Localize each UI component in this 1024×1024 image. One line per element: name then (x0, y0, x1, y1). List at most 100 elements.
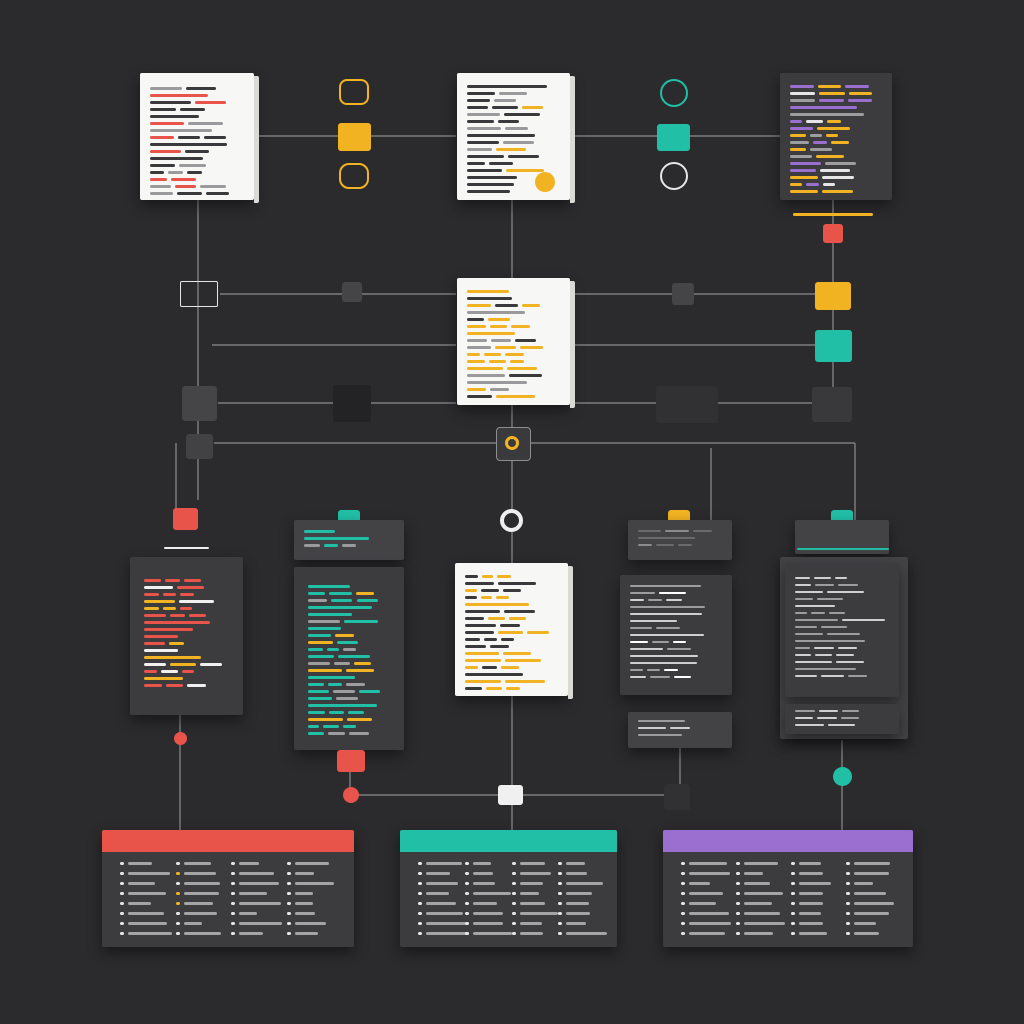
data-table-red-cell-text (239, 922, 282, 925)
document-card-top-center-text-line (467, 162, 486, 165)
document-card-top-center-text-line (491, 106, 519, 109)
data-table-teal-cell-icon (558, 922, 563, 925)
document-card-middle-text-line (490, 388, 510, 391)
data-table-red-cell-text (128, 912, 165, 915)
document-card-teal-text-line (308, 641, 334, 644)
data-table-purple-cell-text (854, 892, 886, 895)
data-table-purple-cell-icon (791, 922, 795, 925)
document-card-top-center-text-line (498, 120, 519, 123)
document-card-red-text-line (144, 579, 161, 582)
document-card-top-center-text-line (467, 99, 491, 102)
document-card-top-right-text-line (790, 134, 807, 137)
data-table-purple-cell-text (854, 902, 894, 905)
document-card-gray-text-line (630, 676, 646, 678)
document-card-red-text-line (187, 684, 207, 687)
data-table-purple-cell-icon (791, 932, 795, 935)
data-table-purple-cell-text (744, 922, 785, 925)
document-card-stack-text-line (795, 647, 811, 649)
underline-accent (793, 213, 873, 216)
data-table-red-cell-text (183, 892, 220, 895)
data-table-purple-cell-icon (736, 922, 740, 925)
document-card-lower-center-text-line (495, 596, 509, 599)
data-table-purple-cell-text (854, 912, 889, 915)
data-table-teal-cell-icon (511, 892, 516, 895)
document-card-red-text-line (144, 607, 160, 610)
target-icon (496, 427, 531, 461)
data-table-teal-cell-icon (418, 862, 422, 865)
document-card-teal-text-line (346, 718, 372, 721)
data-table-teal-cell-icon (511, 862, 516, 865)
document-card-lower-center-text-line (482, 575, 494, 578)
data-table-purple-cell-icon (736, 882, 740, 885)
document-card-red-text-line (166, 684, 184, 687)
data-table-purple-cell-text (799, 932, 827, 935)
document-card-lower-center-text-line (465, 610, 501, 613)
document-card-lower-center-text-line (465, 645, 487, 648)
document-card-middle-text-line (467, 374, 506, 377)
document-card-stack-footer-text-line (827, 724, 855, 726)
document-card-middle-text-line (487, 318, 510, 321)
document-card-top-left-text-line (200, 185, 226, 188)
document-card-teal-text-line (308, 676, 356, 679)
data-table-purple-cell-icon (681, 862, 685, 865)
data-table-teal-cell-icon (558, 862, 563, 865)
arrow-icon (339, 163, 369, 189)
target-icon-ring (505, 436, 519, 450)
data-table-purple-cell-text (799, 892, 823, 895)
document-card-lower-center-text-line (465, 617, 485, 620)
document-card-teal-text-line (327, 683, 343, 686)
document-card-teal-text-line (308, 620, 340, 623)
document-card-gray-text-line (630, 599, 644, 601)
document-card-top-right-text-line (817, 127, 851, 130)
document-card-top-center-text-line (467, 183, 514, 186)
data-table-red-cell-text (183, 912, 218, 915)
document-card-lower-center-text-line (504, 610, 536, 613)
document-card-middle-text-line (467, 339, 488, 342)
data-table-teal-cell-icon (464, 932, 469, 935)
document-card-top-center-text-line (494, 99, 516, 102)
data-table-red (102, 830, 354, 947)
document-card-top-right-text-line (790, 106, 858, 109)
data-table-teal-cell-text (519, 862, 545, 865)
document-card-top-right-text-line (790, 120, 803, 123)
gear-icon (660, 79, 688, 107)
document-card-lower-center-text-line (483, 638, 498, 641)
document-card-gray-text-line (672, 641, 686, 643)
document-card-middle-text-line (496, 395, 535, 398)
document-card-top-center-text-line (502, 141, 534, 144)
document-card-top-left-text-line (206, 192, 229, 195)
document-card-lower-center-text-line (465, 687, 483, 690)
document-card-gray-footer (628, 712, 732, 748)
document-card-top-center-text-line (467, 155, 505, 158)
data-table-red-cell-icon (286, 882, 291, 885)
data-table-purple-cell-icon (846, 862, 850, 865)
document-card-lower-center-text-line (497, 575, 512, 578)
document-card-lower-center-text-line (497, 582, 536, 585)
data-table-purple-cell-text (744, 892, 784, 895)
document-card-lower-center-text-line (490, 645, 510, 648)
data-table-purple-cell-icon (846, 902, 850, 905)
document-card-red-text-line (179, 600, 215, 603)
data-table-teal-cell-icon (418, 872, 422, 875)
dot-teal-right (833, 767, 852, 786)
document-card-top-center-text-line (467, 120, 495, 123)
data-table-red-cell-text (294, 882, 335, 885)
data-table-red-cell-icon (286, 892, 291, 895)
document-card-top-center-text-line (467, 106, 488, 109)
dot-red-bottom (343, 787, 359, 803)
document-card-lower-center-text-line (488, 617, 506, 620)
data-table-purple (663, 830, 913, 947)
document-card-stack-text-line (795, 668, 856, 670)
document-card-red-text-line (144, 600, 176, 603)
document-card-top-right-text-line (819, 99, 844, 102)
data-table-red-cell-icon (175, 892, 180, 895)
document-card-stack-text-line (795, 619, 839, 621)
document-card-lower-center-text-line (465, 673, 524, 676)
document-card-gray-text-line (667, 648, 692, 650)
document-card-top-left-text-line (150, 115, 200, 118)
document-card-gray-header-text-line (665, 530, 689, 532)
data-table-teal-cell-icon (511, 882, 516, 885)
document-card-top-left-text-line (178, 164, 207, 167)
document-card-middle-text-line (509, 374, 543, 377)
calendar-icon (656, 386, 718, 423)
